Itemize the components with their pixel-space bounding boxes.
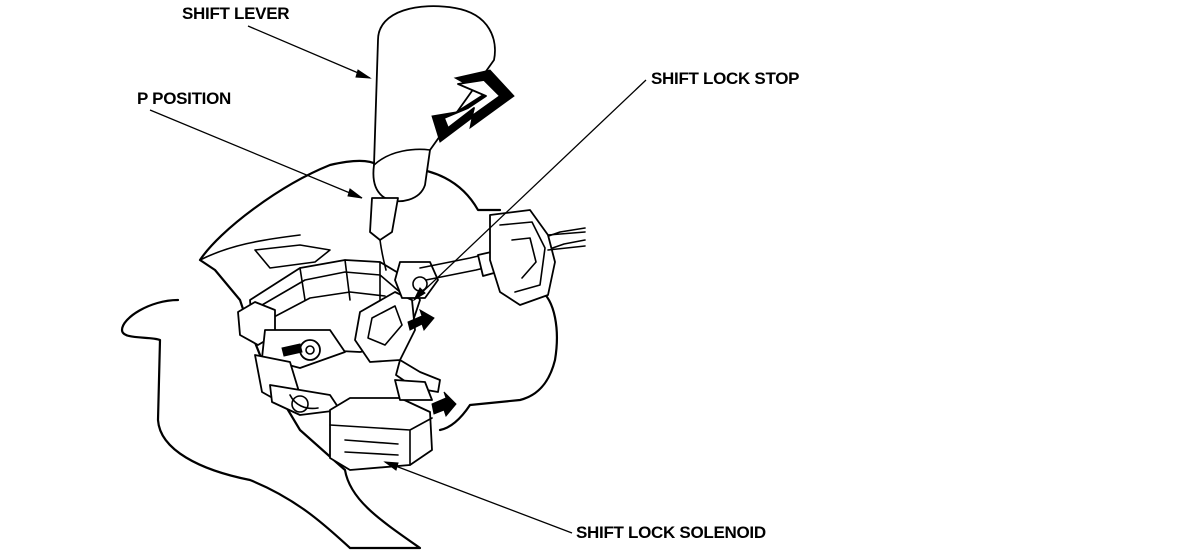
shift-lock-solenoid-label: SHIFT LOCK SOLENOID bbox=[576, 523, 766, 542]
shift-lock-solenoid-leader bbox=[384, 461, 573, 534]
shift-lock-stop-leader bbox=[413, 79, 647, 301]
shift-lever-leader bbox=[247, 25, 371, 79]
shift-lock-stop-label: SHIFT LOCK STOP bbox=[651, 69, 800, 88]
console-inner-edge bbox=[199, 234, 331, 269]
shift-lock-solenoid-part bbox=[329, 379, 457, 471]
p-position-leader bbox=[149, 109, 363, 199]
shift-lever-label: SHIFT LEVER bbox=[182, 4, 290, 23]
shift-cable-assembly bbox=[419, 209, 586, 306]
shift-lever-knob bbox=[369, 5, 496, 271]
p-position-label: P POSITION bbox=[137, 89, 231, 108]
